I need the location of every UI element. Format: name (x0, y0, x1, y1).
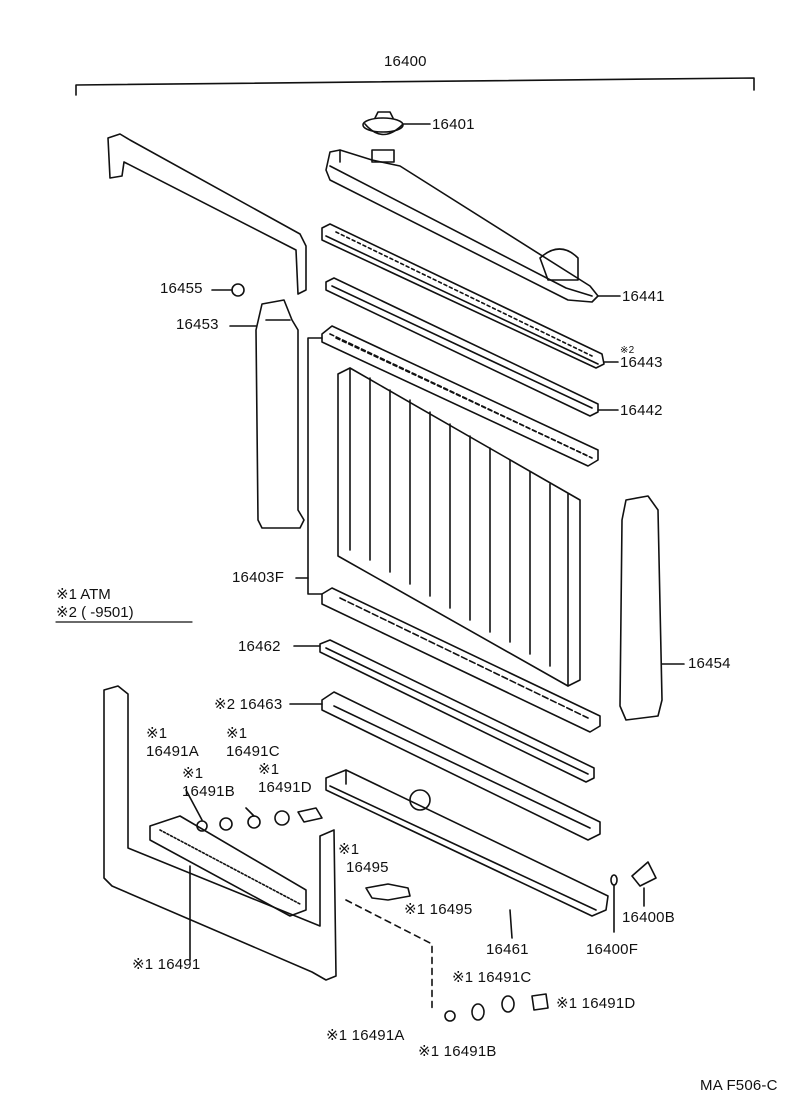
washers-lower (444, 993, 549, 1022)
lower-header-part (289, 691, 601, 841)
part-16491B-label: 16491B (182, 783, 235, 800)
part-16462-label: 16462 (238, 638, 281, 655)
part-16491A-mark: ※1 (146, 725, 168, 742)
part-16491B-mark: ※1 (182, 765, 204, 782)
part-16455-label: 16455 (160, 280, 203, 297)
part-16463-label: ※2 16463 (214, 696, 283, 713)
upper-support-part (107, 133, 307, 295)
part-16491D-mark: ※1 (258, 761, 280, 778)
part-16491D-b-label: ※1 16491D (556, 995, 636, 1012)
part-16400F-label: 16400F (586, 941, 639, 958)
part-16495-label: 16495 (346, 859, 389, 876)
legend-note-2: ※2 ( -9501) (56, 604, 134, 621)
radiator-cap-part (362, 111, 431, 136)
part-16491B-b-label: ※1 16491B (418, 1043, 497, 1060)
lower-support-part (103, 685, 337, 981)
bolt-part (211, 283, 245, 297)
part-16495-mark: ※1 (338, 841, 360, 858)
core-top-plate (321, 325, 599, 467)
part-16453-label: 16453 (176, 316, 219, 333)
core-group-bracket (295, 337, 323, 595)
part-16403F-label: 16403F (232, 569, 285, 586)
part-16401-label: 16401 (432, 116, 475, 133)
part-16491C-mark: ※1 (226, 725, 248, 742)
lower-gasket-part (293, 639, 595, 783)
part-16491C-label: 16491C (226, 743, 280, 760)
lower-tank-part (325, 769, 609, 939)
part-16441-label: 16441 (622, 288, 665, 305)
oil-cooler-part (149, 815, 307, 961)
part-16491C-b-label: ※1 16491C (452, 969, 532, 986)
upper-tank-part (325, 149, 621, 303)
part-16495b-label: ※1 16495 (404, 901, 473, 918)
radiator-core-part (337, 367, 581, 687)
part-16400B-label: 16400B (622, 909, 675, 926)
assembly-number-label: 16400 (384, 53, 427, 70)
assembly-bracket (75, 77, 755, 96)
part-16442-label: 16442 (620, 402, 663, 419)
part-16454-label: 16454 (688, 655, 731, 672)
part-16491A-label: 16491A (146, 743, 199, 760)
left-bracket-part (229, 299, 305, 529)
footer-code: MA F506-C (700, 1077, 778, 1094)
right-bracket-part (619, 495, 685, 721)
hose-part (345, 883, 433, 1011)
part-16491-label: ※1 16491 (132, 956, 201, 973)
upper-header-part (321, 223, 619, 369)
core-bottom-plate (321, 587, 601, 733)
drain-plug-part (610, 861, 657, 933)
part-16443-mark: ※2 (620, 345, 635, 356)
part-16491A-b-label: ※1 16491A (326, 1027, 405, 1044)
legend-note-1: ※1 ATM (56, 586, 111, 603)
part-16443-label: 16443 (620, 354, 663, 371)
upper-gasket-part (325, 277, 619, 417)
part-16461-label: 16461 (486, 941, 529, 958)
part-16491D-label: 16491D (258, 779, 312, 796)
washers-upper (185, 789, 323, 832)
